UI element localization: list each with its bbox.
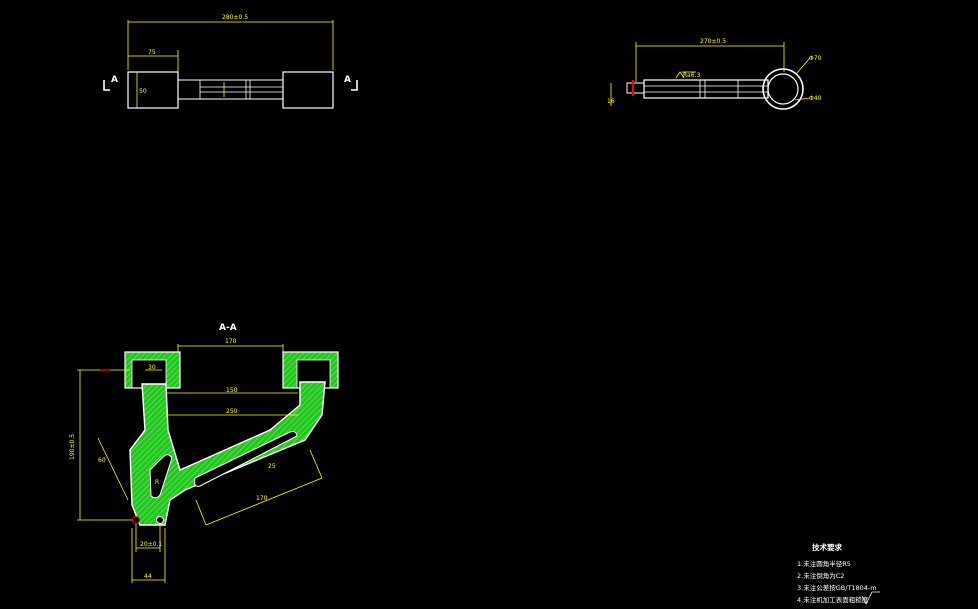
section-label: A-A — [219, 323, 237, 333]
section-height-dim: 190±0.5 — [69, 434, 76, 460]
side-bar — [643, 79, 769, 99]
bottom-hole-right — [156, 516, 164, 524]
section-view: A-A 170 30 150 250 190±0.5 — [69, 323, 339, 583]
section-span-dim-2: 250 — [226, 408, 238, 415]
side-height-dim: 16 — [607, 98, 615, 105]
short-slot — [149, 454, 173, 499]
section-bottom-dim-2: 44 — [144, 573, 152, 580]
section-pad-dim: 30 — [148, 364, 156, 371]
side-length-dim: 270±0.5 — [700, 38, 726, 45]
section-mark-left-icon — [103, 80, 110, 91]
section-span-dim-1: 150 — [226, 387, 238, 394]
ring-inner — [767, 73, 799, 105]
ring-outer — [762, 68, 804, 110]
left-block — [127, 71, 179, 109]
side-view: 270±0.5 16 Ra6.3 Φ70 Φ40 — [607, 38, 822, 110]
tech-req-item-1: 1.未注圆角半径R5 — [797, 559, 851, 568]
right-block — [282, 71, 334, 109]
section-slot-dim-2: 25 — [268, 463, 276, 470]
technical-requirements: 技术要求 1.未注圆角半径R5 2.未注倒角为C2 3.未注公差按GB/T180… — [797, 542, 880, 605]
section-slot-dim-1: 60 — [98, 457, 106, 464]
section-bottom-dim-1: 20±0.1 — [140, 541, 162, 548]
top-view: 280±0.5 75 50 A A — [103, 14, 358, 109]
section-long-slot-dim: 170 — [256, 495, 268, 502]
side-roughness: Ra6.3 — [683, 72, 700, 79]
top-flange-dim: 75 — [148, 49, 156, 56]
long-slot — [194, 431, 298, 487]
side-diameter-dim: Φ70 — [809, 55, 822, 62]
arm-section-body — [129, 381, 326, 526]
top-overall-dim: 280±0.5 — [222, 14, 248, 21]
tech-req-item-2: 2.未注倒角为C2 — [797, 571, 844, 580]
section-mark-right-label: A — [344, 75, 351, 85]
section-mark-right-icon — [351, 80, 358, 91]
tech-req-item-3: 3.未注公差按GB/T1804-m — [797, 583, 877, 592]
side-bore-dim: Φ40 — [809, 95, 822, 102]
section-slot-dim-3: R — [155, 479, 159, 486]
roughness-icon — [675, 71, 685, 79]
section-top-gap-dim: 170 — [225, 338, 237, 345]
top-height-dim: 50 — [139, 88, 147, 95]
tech-req-title: 技术要求 — [812, 542, 842, 552]
roughness-symbol-icon — [861, 591, 880, 605]
bottom-hole-left — [132, 516, 140, 524]
tech-req-item-4: 4.未注机加工表面粗糙度 — [797, 595, 869, 604]
section-mark-left-label: A — [111, 75, 118, 85]
